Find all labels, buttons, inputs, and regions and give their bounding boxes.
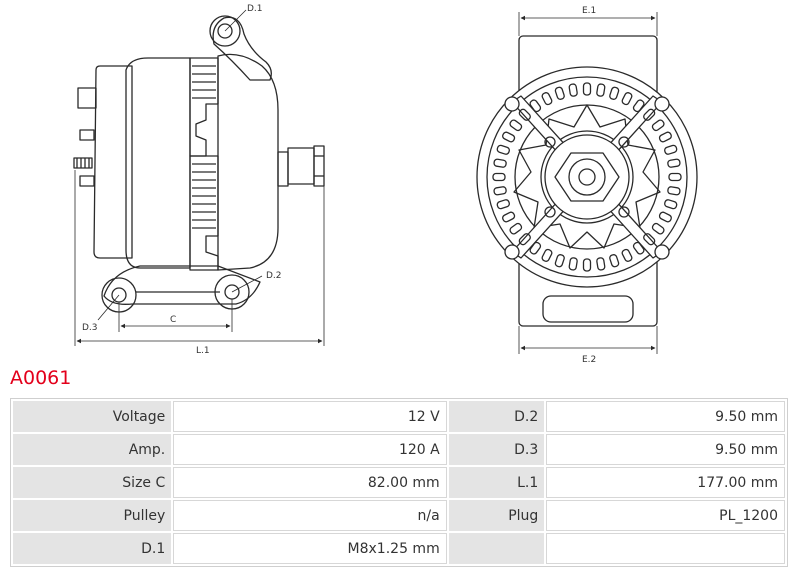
vent-slot xyxy=(518,108,531,121)
spec-label: Amp. xyxy=(13,434,172,465)
spec-label: D.2 xyxy=(448,401,545,432)
vent-slot xyxy=(493,186,507,196)
vent-slot xyxy=(667,186,681,196)
spec-label: L.1 xyxy=(448,467,545,498)
vent-slot xyxy=(651,119,665,132)
vent-slot xyxy=(496,199,510,210)
vent-slot xyxy=(651,222,665,235)
spec-value xyxy=(546,533,785,564)
vent-slot xyxy=(568,257,578,271)
vent-slot xyxy=(529,241,542,255)
vent-slot xyxy=(621,248,633,262)
vent-slot xyxy=(582,258,592,272)
spec-value: n/a xyxy=(173,500,447,531)
spec-label: D.1 xyxy=(13,533,172,564)
table-row: Pulley n/a Plug PL_1200 xyxy=(13,500,785,531)
spec-label: Size C xyxy=(13,467,172,498)
vent-slot xyxy=(667,158,681,168)
vent-slot xyxy=(632,99,645,113)
spec-label: Voltage xyxy=(13,401,172,432)
vent-slot xyxy=(643,233,656,246)
table-row: Voltage 12 V D.2 9.50 mm xyxy=(13,401,785,432)
vent-slot xyxy=(668,172,682,182)
vent-slot xyxy=(518,233,531,246)
vent-slot xyxy=(596,257,606,271)
vent-slot xyxy=(609,254,620,268)
spec-value: 9.50 mm xyxy=(546,401,785,432)
dim-label-d1: D.1 xyxy=(247,4,263,14)
vent-slots xyxy=(492,82,682,272)
vent-slot xyxy=(509,222,523,235)
dim-label-c: C xyxy=(170,315,176,325)
spec-label: D.3 xyxy=(448,434,545,465)
spec-value: 82.00 mm xyxy=(173,467,447,498)
side-view xyxy=(73,15,325,313)
spec-value: PL_1200 xyxy=(546,500,785,531)
vent-slot xyxy=(496,144,510,155)
vent-slot xyxy=(541,248,553,262)
vent-slot xyxy=(554,86,565,100)
spec-value: M8x1.25 mm xyxy=(173,533,447,564)
front-view xyxy=(476,35,698,327)
vent-slot xyxy=(596,83,606,97)
vent-slot xyxy=(492,172,506,182)
vent-slot xyxy=(664,199,678,210)
vent-slot xyxy=(541,92,553,106)
vent-slot xyxy=(664,144,678,155)
table-row: Size C 82.00 mm L.1 177.00 mm xyxy=(13,467,785,498)
spec-value: 177.00 mm xyxy=(546,467,785,498)
dim-label-e2: E.2 xyxy=(582,355,596,365)
spec-label xyxy=(448,533,545,564)
vent-slot xyxy=(568,83,578,97)
side-view-dimensions xyxy=(74,9,325,346)
vent-slot xyxy=(554,254,565,268)
vent-slot xyxy=(529,99,542,113)
spec-label: Plug xyxy=(448,500,545,531)
spec-value: 120 A xyxy=(173,434,447,465)
dim-label-e1: E.1 xyxy=(582,6,596,16)
vent-slot xyxy=(632,241,645,255)
part-number: A0061 xyxy=(10,367,72,389)
vent-slot xyxy=(643,108,656,121)
vent-slot xyxy=(621,92,633,106)
table-row: Amp. 120 A D.3 9.50 mm xyxy=(13,434,785,465)
dim-label-d3: D.3 xyxy=(82,323,98,333)
vent-slot xyxy=(502,211,516,223)
vent-slot xyxy=(493,158,507,168)
spec-value: 12 V xyxy=(173,401,447,432)
technical-drawing: D.1 D.2 D.3 C L.1 xyxy=(73,4,698,365)
dim-label-l1: L.1 xyxy=(196,346,210,356)
spec-value: 9.50 mm xyxy=(546,434,785,465)
table-row: D.1 M8x1.25 mm xyxy=(13,533,785,564)
vent-slot xyxy=(582,82,592,96)
vent-slot xyxy=(502,131,516,143)
vent-slot xyxy=(658,211,672,223)
spec-label: Pulley xyxy=(13,500,172,531)
dim-label-d2: D.2 xyxy=(266,271,282,281)
vent-slot xyxy=(658,131,672,143)
vent-slot xyxy=(609,86,620,100)
front-view-dimensions xyxy=(518,12,658,354)
spec-table: Voltage 12 V D.2 9.50 mm Amp. 120 A D.3 … xyxy=(10,398,788,567)
vent-slot xyxy=(509,119,523,132)
